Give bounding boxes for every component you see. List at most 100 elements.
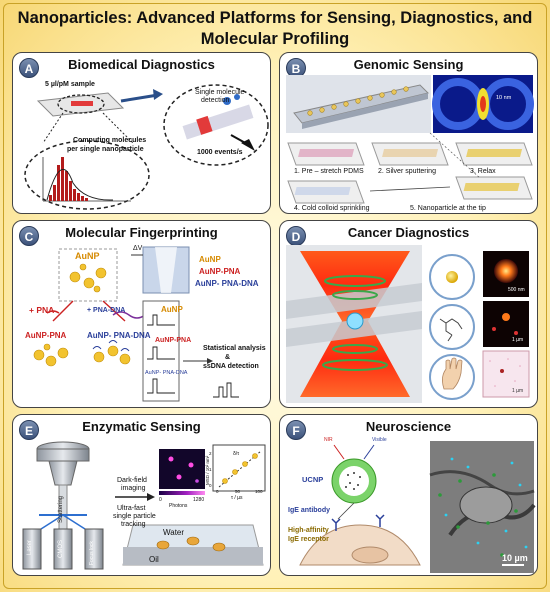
focus-lock-label: Focus lock [89,541,95,565]
aunp-pna-cluster [33,343,69,367]
cbar-min: 0 [159,497,162,503]
events-label: 1000 events/s [197,149,243,156]
legend-aunp-pna-dna: AuNP- PNA-DNA [195,279,259,288]
signal-graph-box [142,300,180,402]
computing-label-2: per single nanoparticle [67,146,144,153]
panel-e-badge: E [19,420,39,440]
panel-d-illustration [286,245,530,403]
pna-label: + PNA [29,305,55,315]
panel-b-illustration [286,75,534,204]
msd-xtick-1: 50 [235,489,241,494]
fab-step-2 [371,142,449,166]
laser-label: Laser [27,539,33,555]
single-detection-label-2: detection [201,97,230,104]
sample-label: 5 µl/pM sample [45,81,95,88]
cbar-max: 1280 [193,497,205,503]
trapped-particle [346,312,364,330]
panel-neuroscience: F Neuroscience UCNP NIR Visible [279,414,538,576]
aunp-pna-label: AuNP-PNA [25,331,67,340]
panel-a-title: Biomedical Diagnostics [68,57,215,72]
receptors [331,514,385,531]
single-detection-label-1: Single molecule [195,89,245,96]
arrow-to-detection [120,93,159,103]
panel-biomedical-diagnostics: A Biomedical Diagnostics [12,52,271,214]
title-line-1: Nanoparticles: Advanced Platforms for Se… [17,9,533,27]
high-affinity-label-1: High-affinity [288,527,329,534]
pna-dna-label: + PNA-DNA [87,307,126,314]
msd-ytick-2: 2 [209,451,212,456]
psf-image-3 [482,350,530,398]
panel-c-title: Molecular Fingerprinting [65,225,218,240]
cmos-label: CMOS [58,540,64,558]
stat-amp-label: & [225,354,231,361]
panel-molecular-fingerprinting: C Molecular Fingerprinting [12,220,271,408]
msd-xtick-0: 0 [216,489,219,494]
dark-field-image [159,449,205,489]
legend-aunp-pna: AuNP-PNA [199,267,241,276]
stat-analysis-label: Statistical analysis [203,345,266,352]
scale-1um-a: 1 µm [512,337,524,343]
interface-particles [156,536,226,552]
aunp-pna-dna-cluster [93,345,131,365]
msd-chart [212,444,266,492]
panel-c-illustration [33,246,239,402]
psf-image-2 [483,301,529,347]
molecule-circle [429,304,475,350]
msd-ytick-1: 1 [209,467,212,472]
bottom-towers [22,528,104,570]
ssdna-trace [213,382,239,398]
aunp-label: AuNP [75,251,100,261]
ssdna-detection-label: ssDNA detection [203,363,259,370]
ucnp-signal-green [438,473,518,557]
fab-step-1 [287,142,365,166]
computing-label-1: Computing molecules [73,137,147,144]
panel-a-illustration [24,84,269,210]
step-5-label: 5. Nanoparticle at the tip [410,205,486,212]
panel-e-illustration [22,441,266,570]
panel-e-title: Enzymatic Sensing [82,419,201,434]
panel-a-badge: A [19,58,39,78]
ultra-fast-label-2: single particle [113,513,156,520]
aunp-pna-dna-label: AuNP- PNA-DNA [87,331,151,340]
step-3-label: 3. Relax [470,168,496,175]
graph-aunp-pna-dna-label: AuNP- PNA-DNA [145,370,188,376]
photons-label: Photons [169,503,188,509]
water-label: Water [163,528,185,537]
graph-aunp-label: AuNP [161,305,183,314]
signal-traces [147,314,175,394]
scale-500nm: 500 nm [508,287,525,293]
panel-c-badge: C [19,226,39,246]
legend-aunp: AuNP [199,255,221,264]
msd-dt-label: δ/τ [233,451,240,457]
panel-f-illustration [299,441,536,573]
strip-particles [307,86,409,116]
fab-step-4 [287,180,365,204]
step-1-label: 1. Pre – stretch PDMS [294,168,364,175]
msd-ytick-0: 0 [209,483,212,488]
panel-f-title: Neuroscience [365,419,452,434]
fab-step-5 [455,176,533,200]
outer-frame [3,3,547,589]
oil-label: Oil [149,555,159,564]
neuron-scale-label: 10 µm [502,553,528,563]
ucnp-signal-cyan [444,457,528,549]
ucnp-label: UCNP [302,475,324,484]
panel-cancer-diagnostics: D Cancer Diagnostics [279,220,538,408]
ultra-fast-label-3: tracking [121,521,146,528]
nir-label: NIR [324,437,333,443]
step-4-label: 4. Cold colloid sprinkling [294,205,370,212]
objective-cone [48,460,78,486]
msd-xtick-2: 100 [255,489,263,494]
high-affinity-label-2: IgE receptor [288,536,329,543]
msd-points [222,453,258,484]
panel-b-title: Genomic Sensing [353,57,464,72]
scattering-label: Scattering [58,495,64,523]
scale-1um-b: 1 µm [512,388,524,394]
graph-aunp-pna-label: AuNP-PNA [155,337,192,344]
figure-title: Nanoparticles: Advanced Platforms for Se… [0,8,550,50]
dark-field-label-1: Dark-field [117,477,147,484]
field-map-scale: 10 nm [496,95,512,101]
ultra-fast-label-1: Ultra-fast [117,505,146,512]
panel-enzymatic-sensing: E Enzymatic Sensing [12,414,271,576]
step-2-label: 2. Silver sputtering [378,168,436,175]
